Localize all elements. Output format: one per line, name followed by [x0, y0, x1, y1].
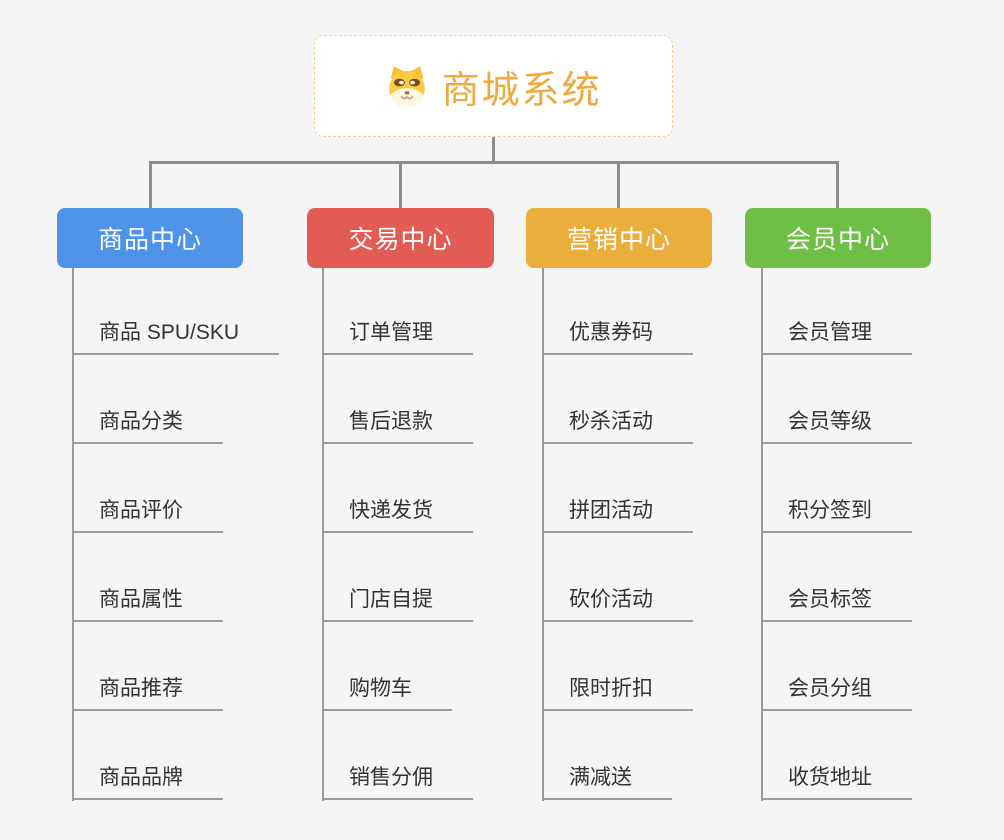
- branch-node-member-center[interactable]: 会员中心: [745, 208, 931, 268]
- mindmap-item-row: 商品分类: [72, 355, 352, 444]
- mindmap-item-row: 优惠券码: [542, 268, 822, 355]
- mindmap-item-row: 砍价活动: [542, 533, 822, 622]
- mindmap-item-row: 限时折扣: [542, 622, 822, 711]
- item-label[interactable]: 门店自提: [322, 583, 473, 622]
- mindmap-item-row: 商品品牌: [72, 711, 352, 800]
- item-label[interactable]: 限时折扣: [542, 672, 693, 711]
- connector-drop-trade: [399, 161, 402, 209]
- mindmap-item-row: 会员等级: [761, 355, 1004, 444]
- item-label[interactable]: 优惠券码: [542, 316, 693, 355]
- connector-horizontal-bar: [149, 161, 839, 164]
- item-label[interactable]: 售后退款: [322, 405, 473, 444]
- item-label[interactable]: 商品属性: [72, 583, 223, 622]
- mindmap-item-row: 会员标签: [761, 533, 1004, 622]
- item-label[interactable]: 销售分佣: [322, 761, 473, 800]
- branch-node-trade-center[interactable]: 交易中心: [307, 208, 494, 268]
- item-label[interactable]: 会员管理: [761, 316, 912, 355]
- mindmap-item-row: 积分签到: [761, 444, 1004, 533]
- item-label[interactable]: 会员标签: [761, 583, 912, 622]
- mindmap-item-row: 门店自提: [322, 533, 602, 622]
- connector-root-stem: [492, 137, 495, 163]
- mindmap-item-row: 商品推荐: [72, 622, 352, 711]
- connector-drop-product: [149, 161, 152, 209]
- mindmap-item-row: 订单管理: [322, 268, 602, 355]
- items-column-trade-center: 订单管理 售后退款 快递发货 门店自提 购物车 销售分佣: [322, 268, 602, 800]
- spine-product-center: [72, 268, 74, 801]
- item-label[interactable]: 商品推荐: [72, 672, 223, 711]
- mindmap-item-row: 商品属性: [72, 533, 352, 622]
- mindmap-item-row: 销售分佣: [322, 711, 602, 800]
- item-label[interactable]: 会员等级: [761, 405, 912, 444]
- spine-marketing-center: [542, 268, 544, 801]
- spine-member-center: [761, 268, 763, 801]
- item-label[interactable]: 商品评价: [72, 494, 223, 533]
- items-column-product-center: 商品 SPU/SKU 商品分类 商品评价 商品属性 商品推荐 商品品牌: [72, 268, 352, 800]
- branch-label: 会员中心: [785, 226, 890, 254]
- branch-label: 营销中心: [566, 226, 671, 254]
- connector-drop-marketing: [617, 161, 620, 209]
- items-column-member-center: 会员管理 会员等级 积分签到 会员标签 会员分组 收货地址: [761, 268, 1004, 800]
- mindmap-item-row: 售后退款: [322, 355, 602, 444]
- branch-label: 交易中心: [348, 226, 453, 254]
- mindmap-item-row: 满减送: [542, 711, 822, 800]
- item-label[interactable]: 会员分组: [761, 672, 912, 711]
- item-label[interactable]: 商品品牌: [72, 761, 223, 800]
- items-column-marketing-center: 优惠券码 秒杀活动 拼团活动 砍价活动 限时折扣 满减送: [542, 268, 822, 800]
- item-label[interactable]: 满减送: [542, 761, 672, 800]
- mindmap-item-row: 会员管理: [761, 268, 1004, 355]
- item-label[interactable]: 拼团活动: [542, 494, 693, 533]
- item-label[interactable]: 快递发货: [322, 494, 473, 533]
- item-label[interactable]: 秒杀活动: [542, 405, 693, 444]
- item-label[interactable]: 积分签到: [761, 494, 912, 533]
- mindmap-item-row: 商品评价: [72, 444, 352, 533]
- root-title: 商城系统: [441, 69, 602, 112]
- shiba-dog-icon: [385, 64, 429, 108]
- mindmap-item-row: 购物车: [322, 622, 602, 711]
- item-label[interactable]: 收货地址: [761, 761, 912, 800]
- item-label[interactable]: 砍价活动: [542, 583, 693, 622]
- item-label[interactable]: 商品 SPU/SKU: [72, 316, 280, 355]
- root-node[interactable]: 商城系统: [314, 35, 673, 137]
- item-label[interactable]: 商品分类: [72, 405, 223, 444]
- item-label[interactable]: 购物车: [322, 672, 452, 711]
- spine-trade-center: [322, 268, 324, 801]
- branch-label: 商品中心: [97, 226, 202, 254]
- mindmap-item-row: 快递发货: [322, 444, 602, 533]
- item-label[interactable]: 订单管理: [322, 316, 473, 355]
- branch-node-marketing-center[interactable]: 营销中心: [526, 208, 712, 268]
- mindmap-item-row: 秒杀活动: [542, 355, 822, 444]
- mindmap-item-row: 拼团活动: [542, 444, 822, 533]
- mindmap-item-row: 商品 SPU/SKU: [72, 268, 352, 355]
- mindmap-item-row: 收货地址: [761, 711, 1004, 800]
- mindmap-item-row: 会员分组: [761, 622, 1004, 711]
- connector-drop-member: [836, 161, 839, 209]
- branch-node-product-center[interactable]: 商品中心: [57, 208, 243, 268]
